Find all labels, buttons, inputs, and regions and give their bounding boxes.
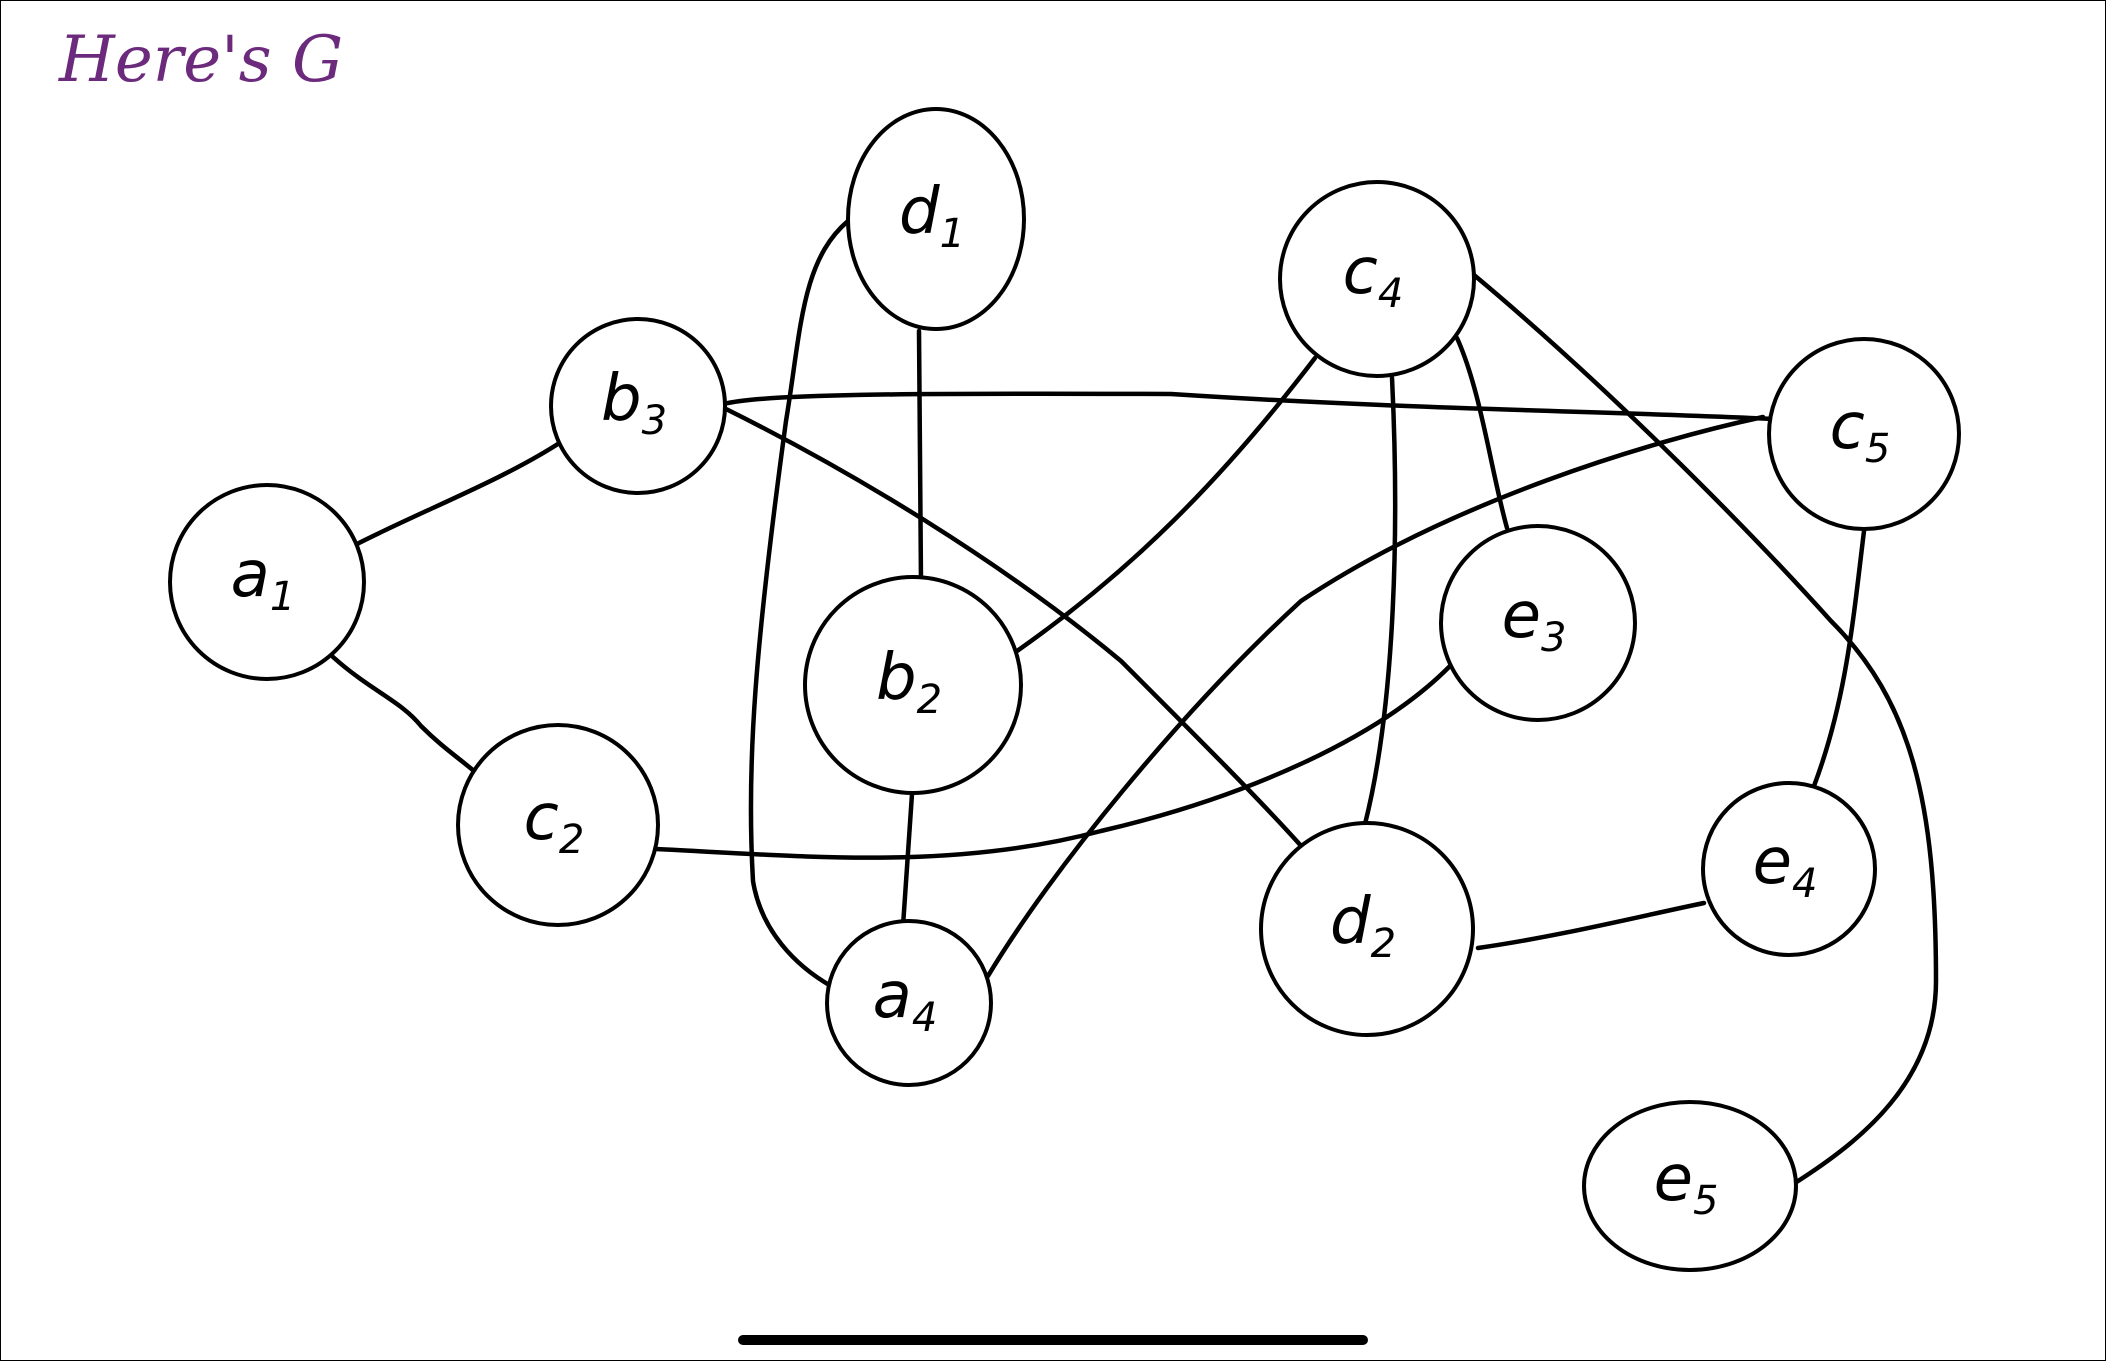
node-a1: a1 [168,483,366,681]
node-letter: a [873,959,912,1033]
node-c5: c5 [1767,337,1961,531]
node-letter: b [876,641,917,715]
node-letter: d [899,175,940,249]
edge-b2-c4 [1014,355,1318,654]
node-circle [1701,781,1877,957]
node-subscript: 3 [1541,615,1566,661]
node-circle [803,575,1023,795]
node-subscript: 5 [1693,1178,1718,1224]
node-circle [549,317,727,495]
node-label: b2 [876,641,942,723]
edge-d1-a4 [748,218,851,989]
edge-b2-a4 [900,791,915,929]
node-e3: e3 [1439,524,1637,722]
node-subscript: 3 [642,398,667,444]
node-letter: e [1502,579,1541,653]
node-a4: a4 [825,919,993,1087]
node-letter: e [1753,825,1792,899]
edge-d1-b2 [916,328,924,586]
node-subscript: 1 [270,574,295,620]
node-circle [1767,337,1961,531]
node-subscript: 5 [1865,426,1890,472]
node-label: d2 [1330,885,1396,967]
edge-a1-b3 [350,439,564,549]
node-letter: a [231,538,270,612]
graph-title: Here's G [59,23,344,97]
node-label: d1 [899,175,965,257]
node-circle [1439,524,1637,722]
node-label: e4 [1753,825,1818,907]
node-label: c5 [1830,390,1891,472]
node-label: a4 [873,959,938,1041]
node-label: c4 [1343,235,1404,317]
node-d2: d2 [1259,821,1475,1037]
edge-a1-c2 [330,654,477,774]
node-circle [825,919,993,1087]
node-b3: b3 [549,317,727,495]
edge-c4-d2 [1362,375,1398,827]
node-label: c2 [524,781,585,863]
node-subscript: 2 [1371,921,1396,967]
node-letter: c [1343,235,1378,309]
node-label: e5 [1654,1142,1719,1224]
node-letter: c [524,781,559,855]
edge-b3-d2 [723,406,1306,851]
edge-c4-e3 [1454,335,1510,531]
edge-c5-e4 [1811,528,1867,789]
node-circle [846,107,1026,331]
node-letter: e [1654,1142,1693,1216]
node-circle [456,723,660,927]
node-circle [1278,180,1476,378]
edge-a4-c5 [985,414,1766,979]
node-letter: c [1830,390,1865,464]
node-subscript: 4 [1792,861,1817,907]
node-label: e3 [1502,579,1567,661]
node-subscript: 4 [1378,271,1403,317]
node-circle [1259,821,1475,1037]
edge-d2-e4 [1475,900,1707,951]
node-c2: c2 [456,723,660,927]
node-circle [168,483,366,681]
node-letter: b [601,362,642,436]
edge-b3-c5 [721,391,1777,422]
node-subscript: 2 [917,677,942,723]
node-label: b3 [601,362,667,444]
node-letter: d [1330,885,1371,959]
node-d1: d1 [846,107,1026,331]
node-subscript: 1 [940,211,965,257]
node-c4: c4 [1278,180,1476,378]
node-circle [1582,1100,1798,1272]
node-subscript: 2 [559,817,584,863]
node-subscript: 4 [912,995,937,1041]
node-e4: e4 [1701,781,1877,957]
node-e5: e5 [1582,1100,1798,1272]
edge-c2-e3 [653,663,1453,860]
home-indicator[interactable] [738,1335,1368,1345]
edges-layer [330,218,1939,1186]
node-label: a1 [231,538,296,620]
node-b2: b2 [803,575,1023,795]
edge-c4-e5 [1471,272,1939,1186]
